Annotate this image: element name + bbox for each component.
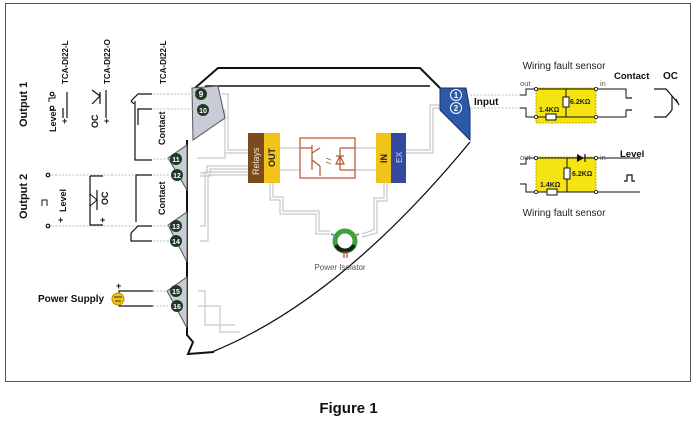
figure-caption: Figure 1 (319, 400, 378, 417)
sensor2-level-label: Level (620, 149, 644, 160)
power-supply-symbol (111, 290, 153, 307)
power-isolator: Power Isolator (314, 228, 366, 272)
terminal-number: 12 (173, 173, 181, 180)
terminal-11: 11 (170, 153, 182, 165)
sensor1-r2: 6.2KΩ (570, 99, 591, 106)
left-terminals: 9 10 11 12 13 14 15 16 (170, 88, 209, 312)
output1-title: Output 1 (18, 82, 30, 127)
terminal-13: 13 (170, 220, 182, 232)
optocoupler (299, 137, 356, 179)
terminal-number: 2 (454, 104, 459, 113)
sensor2-title: Wiring fault sensor (523, 208, 606, 219)
sensor2-r2: 6.2KΩ (572, 171, 593, 178)
sensor1-r1: 1.4KΩ (539, 107, 560, 114)
dashed-leads-right (470, 94, 520, 109)
terminal-number: 10 (199, 108, 207, 115)
power-isolator-label: Power Isolator (314, 263, 365, 272)
wiring-fault-sensor-1: Wiring fault sensor out in 1.4KΩ 6.2KΩ (520, 61, 627, 124)
terminal-12: 12 (171, 169, 183, 181)
model-contact-label: TCA-DI22-L (159, 40, 168, 84)
module-body (186, 67, 471, 356)
output1-plus-oc: + (104, 116, 109, 126)
model-level-label: TCA-DI22-L (61, 40, 70, 84)
output1-symbols (48, 89, 152, 161)
terminal-10: 10 (197, 104, 209, 116)
output2-contact-label: Contact (157, 181, 167, 215)
terminal-1: 1 (450, 89, 462, 101)
output2-plus-oc: + (100, 215, 105, 225)
output2-level-label: Level (58, 189, 68, 212)
power-supply-plus: + (116, 281, 121, 291)
wiring-fault-sensor-2: Wiring fault sensor out in 1.4KΩ 6.2KΩ (520, 153, 640, 219)
model-oc-label: TCA-DI22-O (103, 39, 112, 84)
out-label: OUT (267, 148, 277, 168)
sensor2-r1: 1.4KΩ (540, 182, 561, 189)
output1-contact-label: Contact (157, 111, 167, 145)
oc-symbol (654, 88, 680, 118)
power-supply-title: Power Supply (38, 294, 105, 305)
in-label: IN (379, 154, 389, 163)
sensor1-in-label: in (600, 79, 606, 88)
in-ex-block: IN EX (376, 133, 406, 183)
sensor1-out-label: out (520, 79, 531, 88)
output2-oc-label: OC (100, 191, 110, 205)
relays-out-block: Relays OUT (248, 133, 280, 183)
pulse-icon (624, 174, 635, 182)
dashed-leads-left (48, 93, 196, 307)
contact-symbol (626, 97, 632, 111)
output1-plus-level: + (62, 116, 67, 126)
terminal-number: 9 (199, 90, 204, 99)
sensor2-in-label: in (600, 153, 606, 162)
terminal-15: 15 (170, 285, 182, 297)
internal-wiring (197, 93, 442, 333)
output2-symbols (41, 172, 152, 242)
output1-level-label: Level (48, 109, 58, 132)
terminal-number: 14 (172, 239, 180, 246)
input-label: Input (474, 97, 499, 108)
terminal-2: 2 (450, 102, 462, 114)
terminal-number: 1 (454, 91, 459, 100)
output2-plus-level: + (58, 215, 63, 225)
terminal-number: 11 (172, 157, 180, 164)
sensor1-title: Wiring fault sensor (523, 61, 606, 72)
terminal-block-11-12 (167, 144, 188, 192)
sensor2-out-label: out (520, 153, 531, 162)
right-terminals: 12 (450, 89, 462, 114)
ex-label: EX (394, 151, 404, 163)
relays-label: Relays (251, 147, 261, 175)
terminal-block-1-2 (439, 87, 471, 142)
sensor1-contact-label: Contact (614, 71, 650, 82)
output1-oc-label: OC (90, 114, 100, 128)
terminal-16: 16 (171, 300, 183, 312)
sensor1-oc-label: OC (663, 71, 678, 82)
terminal-number: 16 (173, 304, 181, 311)
terminal-number: 15 (172, 289, 180, 296)
terminal-number: 13 (172, 224, 180, 231)
terminal-14: 14 (170, 235, 182, 247)
terminal-9: 9 (195, 88, 207, 100)
output2-title: Output 2 (18, 174, 30, 219)
